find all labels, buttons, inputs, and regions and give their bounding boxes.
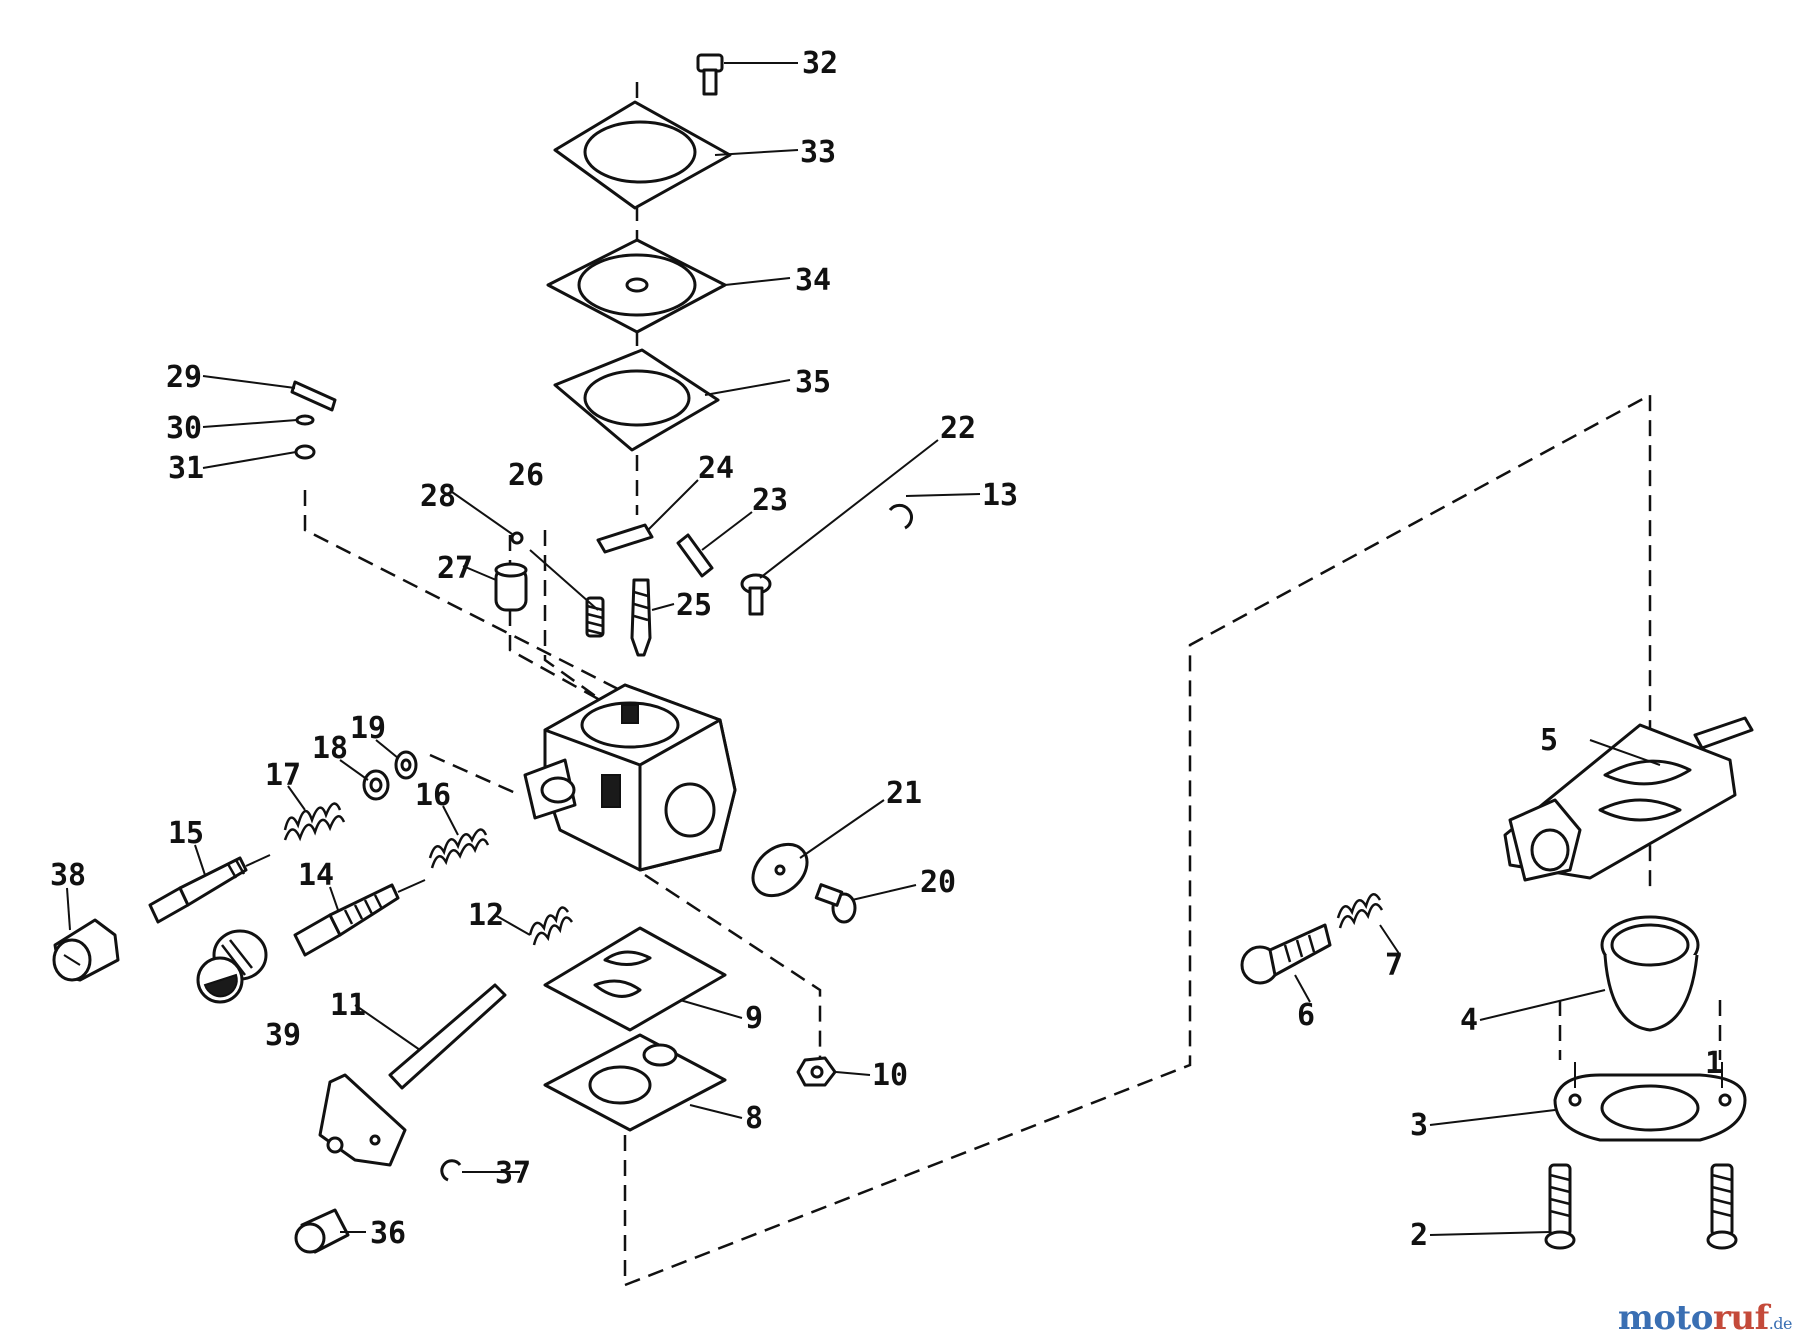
callout-3: 3 — [1410, 1108, 1428, 1143]
part-37-clip — [440, 1159, 462, 1182]
callout-12: 12 — [468, 898, 504, 933]
watermark-logo: motoruf.de — [1617, 1298, 1793, 1338]
part-12-spring — [528, 906, 574, 946]
part-29-lever — [290, 380, 337, 412]
part-8-gasket — [543, 1033, 727, 1132]
callout-16: 16 — [415, 778, 451, 813]
part-20-screw — [814, 883, 857, 924]
callout-13: 13 — [982, 478, 1018, 513]
part-3-flange — [1553, 1073, 1747, 1142]
part-13-clip — [888, 503, 913, 530]
carburetor-body — [523, 683, 737, 872]
part-10-nut — [796, 1056, 837, 1087]
part-24-lever — [596, 523, 654, 554]
part-7-spring — [1336, 893, 1384, 929]
callout-7: 7 — [1385, 948, 1403, 983]
part-16-spring — [428, 828, 490, 869]
callout-26: 26 — [508, 458, 544, 493]
part-11-lever — [318, 983, 507, 1167]
part-5-pump-body — [1503, 716, 1754, 882]
part-35-gasket — [553, 348, 720, 452]
callout-9: 9 — [745, 1001, 763, 1036]
part-22-screw — [740, 573, 772, 616]
watermark-part-c: .de — [1768, 1314, 1793, 1333]
part-32-screw — [696, 53, 724, 96]
callout-labels: 1 2 3 4 5 6 7 8 9 10 11 12 13 14 15 16 1… — [50, 46, 1723, 1253]
part-1-marker — [1574, 1062, 1723, 1088]
callout-35: 35 — [795, 365, 831, 400]
part-9-gasket — [543, 926, 727, 1032]
part-34-diaphragm — [546, 238, 727, 334]
part-21-plate — [751, 842, 809, 898]
part-2-screws — [1544, 1163, 1738, 1250]
part-18-washer — [362, 769, 390, 801]
callout-19: 19 — [350, 711, 386, 746]
assembly-lines — [303, 82, 1722, 1287]
callout-17: 17 — [265, 758, 301, 793]
callout-39: 39 — [265, 1018, 301, 1053]
part-4-bulb — [1600, 915, 1700, 1032]
callout-24: 24 — [698, 451, 734, 486]
leader-lines — [66, 62, 1661, 1236]
callout-30: 30 — [166, 411, 202, 446]
part-36-bushing — [294, 1208, 350, 1254]
callout-2: 2 — [1410, 1218, 1428, 1253]
part-33-cover — [553, 100, 732, 210]
watermark-part-b: ruf — [1712, 1298, 1769, 1338]
part-14-needle — [293, 879, 426, 957]
callout-38: 38 — [50, 858, 86, 893]
callout-32: 32 — [802, 46, 838, 81]
part-31-disc — [294, 444, 316, 460]
callout-14: 14 — [298, 858, 334, 893]
callout-6: 6 — [1297, 998, 1315, 1033]
callout-11: 11 — [330, 988, 366, 1023]
callout-1: 1 — [1705, 1046, 1723, 1081]
callout-5: 5 — [1540, 723, 1558, 758]
part-17-spring — [283, 802, 346, 842]
callout-28: 28 — [420, 479, 456, 514]
part-19-washer — [394, 750, 418, 780]
callout-34: 34 — [795, 263, 831, 298]
callout-4: 4 — [1460, 1003, 1478, 1038]
callout-23: 23 — [752, 483, 788, 518]
part-25-needle — [630, 578, 652, 657]
callout-10: 10 — [872, 1058, 908, 1093]
callout-29: 29 — [166, 360, 202, 395]
part-38-cap — [52, 918, 120, 982]
part-28-ball — [510, 531, 524, 545]
part-6-screw — [1240, 923, 1332, 985]
callout-25: 25 — [676, 588, 712, 623]
callout-8: 8 — [745, 1101, 763, 1136]
part-15-needle — [148, 854, 271, 924]
callout-36: 36 — [370, 1216, 406, 1251]
callout-22: 22 — [940, 411, 976, 446]
part-27-plug — [494, 562, 528, 612]
part-23-pin — [676, 533, 714, 578]
part-30-ring — [295, 414, 315, 426]
callout-15: 15 — [168, 816, 204, 851]
watermark-part-a: moto — [1617, 1298, 1714, 1338]
callout-21: 21 — [886, 776, 922, 811]
part-39-fitting — [196, 929, 268, 1004]
callout-20: 20 — [920, 865, 956, 900]
callout-18: 18 — [312, 731, 348, 766]
callout-37: 37 — [495, 1156, 531, 1191]
callout-33: 33 — [800, 135, 836, 170]
callout-31: 31 — [168, 451, 204, 486]
callout-27: 27 — [437, 551, 473, 586]
